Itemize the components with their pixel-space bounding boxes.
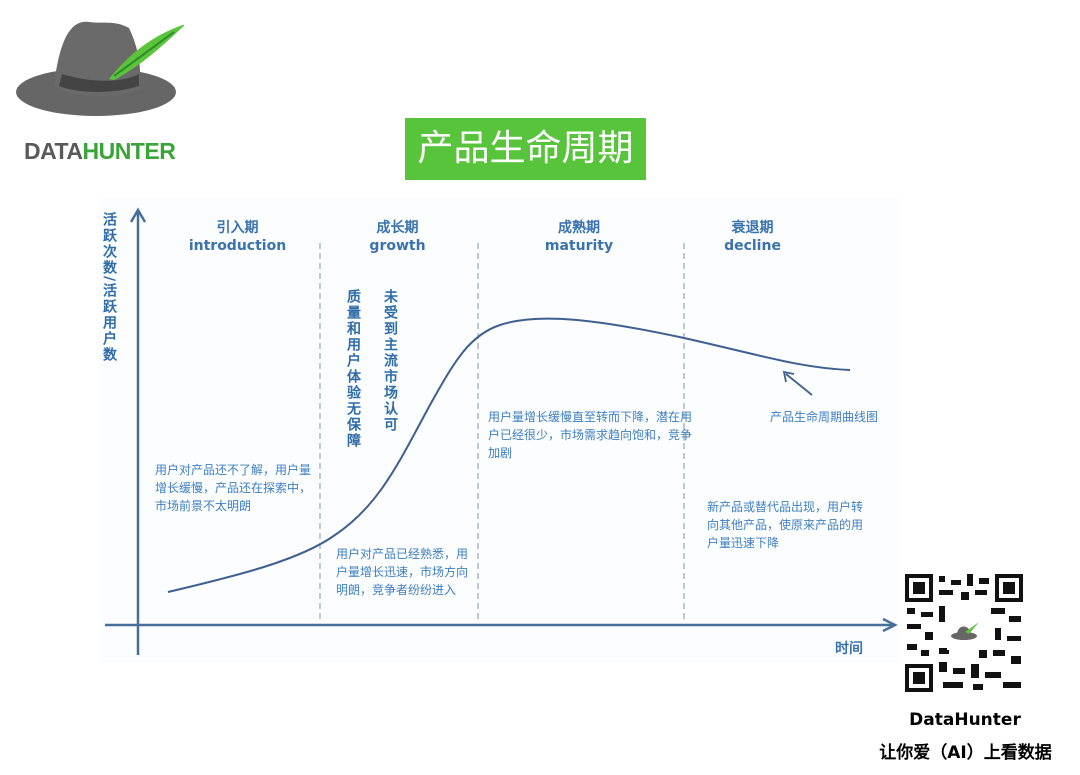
note-growth: 用户对产品已经熟悉，用户量增长迅速，市场方向明朗，竞争者纷纷进入	[336, 547, 469, 597]
stage-cn: 成长期	[376, 220, 419, 236]
stage-maturity: 成熟期 maturity	[520, 219, 638, 255]
stage-growth: 成长期 growth	[340, 219, 455, 255]
note-introduction: 用户对产品还不了解，用户量增长缓慢，产品还在探索中，市场前景不太明朗	[155, 463, 312, 513]
curve-arrow	[782, 370, 813, 396]
stage-introduction: 引入期 introduction	[170, 219, 305, 255]
hat-logo-icon	[16, 21, 186, 116]
stage-en: maturity	[544, 238, 614, 254]
stage-en: introduction	[188, 238, 287, 254]
y-axis	[129, 207, 147, 655]
lifecycle-curve	[167, 317, 851, 593]
x-axis-label: 时间	[835, 641, 863, 657]
stage-cn: 成熟期	[558, 220, 600, 236]
growth-vertical-note-2: 未受到主流市场认可	[382, 289, 398, 433]
page-title: 产品生命周期	[405, 118, 646, 180]
stage-en: growth	[369, 238, 426, 254]
growth-vertical-note-1: 质量和用户体验无保障	[345, 289, 361, 449]
note-maturity: 用户量增长缓慢直至转而下降，潜在用户已经很少，市场需求趋向饱和，竞争加剧	[488, 410, 693, 460]
stage-en: decline	[724, 238, 781, 254]
stage-cn: 衰退期	[731, 220, 774, 236]
footer-brand: DataHunter	[909, 710, 1021, 730]
qr-code	[903, 572, 1025, 694]
logo	[14, 14, 186, 134]
logo-text-data: DATA	[24, 138, 83, 164]
logo-wordmark: DATAHUNTER	[24, 138, 176, 165]
stage-dividers	[319, 243, 685, 620]
qr-code-icon	[903, 572, 1025, 694]
note-decline: 新产品或替代品出现，用户转向其他产品，使原来产品的用户量迅速下降	[707, 500, 864, 550]
logo-text-hunter: HUNTER	[82, 138, 176, 164]
footer-slogan: 让你爱（AI）上看数据	[879, 743, 1052, 763]
stage-decline: 衰退期 decline	[705, 219, 800, 255]
y-axis-label: 活跃次数/活跃用户数	[101, 212, 117, 364]
lifecycle-diagram	[100, 198, 900, 663]
stage-cn: 引入期	[216, 220, 259, 236]
x-axis	[105, 617, 898, 633]
curve-label: 产品生命周期曲线图	[770, 410, 879, 424]
